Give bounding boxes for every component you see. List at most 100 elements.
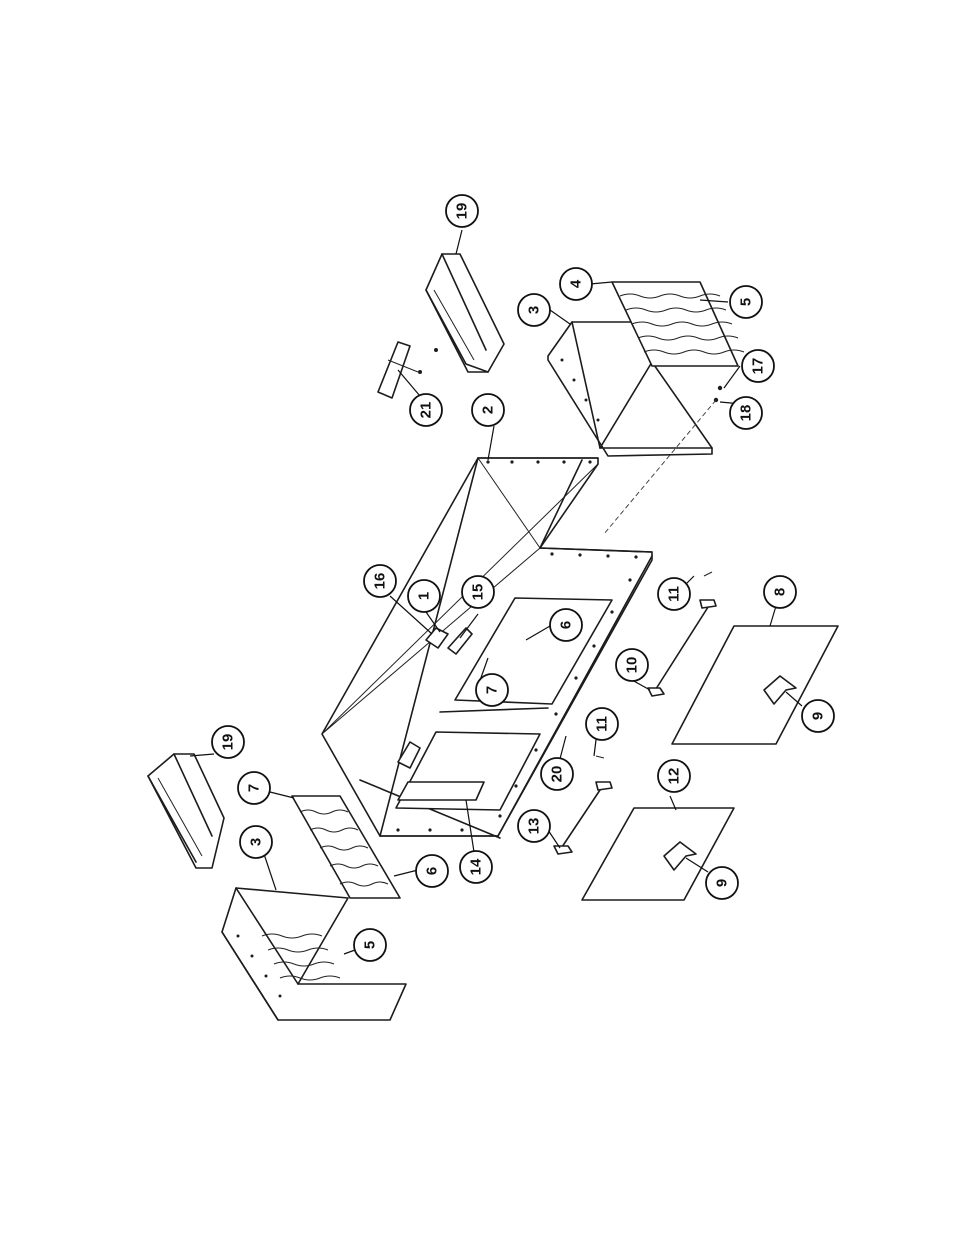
callout-5: 5 xyxy=(353,928,387,962)
callout-label: 16 xyxy=(372,573,389,590)
callout-circle xyxy=(517,809,551,843)
callout-11: 11 xyxy=(585,707,619,741)
callout-label: 7 xyxy=(484,686,501,694)
callout-label: 6 xyxy=(424,867,441,875)
bracket-21 xyxy=(377,341,438,399)
callout-circle xyxy=(237,771,271,805)
callout-3: 3 xyxy=(239,825,273,859)
callout-label: 1 xyxy=(416,592,433,600)
callout-circle xyxy=(239,825,273,859)
callout-label: 11 xyxy=(594,716,611,732)
callout-18: 18 xyxy=(729,396,763,430)
callout-21: 21 xyxy=(409,393,443,427)
callout-6: 6 xyxy=(549,608,583,642)
callout-label: 9 xyxy=(810,712,827,720)
callout-label: 15 xyxy=(470,584,487,601)
callout-20: 20 xyxy=(540,757,574,791)
callout-circle xyxy=(657,577,691,611)
callout-circle xyxy=(549,608,583,642)
callout-label: 3 xyxy=(248,838,265,846)
rod-13 xyxy=(553,755,613,855)
fasteners-17-18 xyxy=(603,385,723,535)
callout-label: 20 xyxy=(549,766,566,783)
callout-circle xyxy=(763,575,797,609)
callout-label: 18 xyxy=(738,405,755,422)
callout-label: 21 xyxy=(418,402,435,419)
door-8 xyxy=(671,625,839,745)
callout-circle xyxy=(459,850,493,884)
callout-7: 7 xyxy=(237,771,271,805)
chute-section-3-left xyxy=(221,887,407,1021)
curtain-6-left xyxy=(291,795,401,899)
callout-circle xyxy=(517,293,551,327)
callout-3: 3 xyxy=(517,293,551,327)
callout-circle xyxy=(415,854,449,888)
main-housing xyxy=(321,457,653,839)
callout-label: 19 xyxy=(454,203,471,220)
callout-1: 1 xyxy=(407,579,441,613)
callout-19: 19 xyxy=(445,194,479,228)
callout-label: 5 xyxy=(362,941,379,949)
callout-label: 12 xyxy=(666,768,683,785)
curtain-5-right xyxy=(611,281,745,367)
callout-label: 9 xyxy=(714,879,731,887)
callout-circle xyxy=(729,285,763,319)
cover-19-left xyxy=(147,753,225,869)
callout-12: 12 xyxy=(657,759,691,793)
callout-circle xyxy=(705,866,739,900)
callout-circle xyxy=(471,393,505,427)
callout-circle xyxy=(461,575,495,609)
callout-6: 6 xyxy=(415,854,449,888)
callout-11: 11 xyxy=(657,577,691,611)
callout-15: 15 xyxy=(461,575,495,609)
callout-circle xyxy=(363,564,397,598)
callout-circle xyxy=(540,757,574,791)
callout-label: 2 xyxy=(480,406,497,414)
callout-circle xyxy=(353,928,387,962)
callout-circle xyxy=(475,673,509,707)
door-12 xyxy=(581,807,735,901)
callout-label: 13 xyxy=(526,818,543,835)
callout-label: 5 xyxy=(738,298,755,306)
callout-label: 8 xyxy=(772,588,789,596)
rod-10 xyxy=(647,571,717,697)
callout-10: 10 xyxy=(615,648,649,682)
cover-19-top xyxy=(425,253,505,373)
callout-19: 19 xyxy=(211,725,245,759)
callout-13: 13 xyxy=(517,809,551,843)
callout-label: 10 xyxy=(624,657,641,674)
callout-circle xyxy=(407,579,441,613)
callout-label: 11 xyxy=(666,586,683,602)
callout-label: 3 xyxy=(526,306,543,314)
callout-8: 8 xyxy=(763,575,797,609)
callout-14: 14 xyxy=(459,850,493,884)
callout-circle xyxy=(445,194,479,228)
chute-section-3-right xyxy=(547,321,713,457)
callout-circle xyxy=(615,648,649,682)
callout-circle xyxy=(211,725,245,759)
curtain-5-left xyxy=(261,933,341,981)
callout-7: 7 xyxy=(475,673,509,707)
callout-label: 19 xyxy=(220,734,237,751)
callout-circle xyxy=(585,707,619,741)
callout-16: 16 xyxy=(363,564,397,598)
callout-9: 9 xyxy=(801,699,835,733)
callout-4: 4 xyxy=(559,267,593,301)
callout-circle xyxy=(559,267,593,301)
callout-circle xyxy=(729,396,763,430)
callout-label: 14 xyxy=(468,858,485,875)
callout-circle xyxy=(741,349,775,383)
callout-circle xyxy=(409,393,443,427)
callout-label: 7 xyxy=(246,784,263,792)
callout-label: 4 xyxy=(568,279,585,288)
callout-17: 17 xyxy=(741,349,775,383)
callout-circle xyxy=(657,759,691,793)
callout-9: 9 xyxy=(705,866,739,900)
callout-5: 5 xyxy=(729,285,763,319)
callout-label: 17 xyxy=(750,358,767,375)
callout-circle xyxy=(801,699,835,733)
callout-2: 2 xyxy=(471,393,505,427)
callout-label: 6 xyxy=(558,621,575,629)
